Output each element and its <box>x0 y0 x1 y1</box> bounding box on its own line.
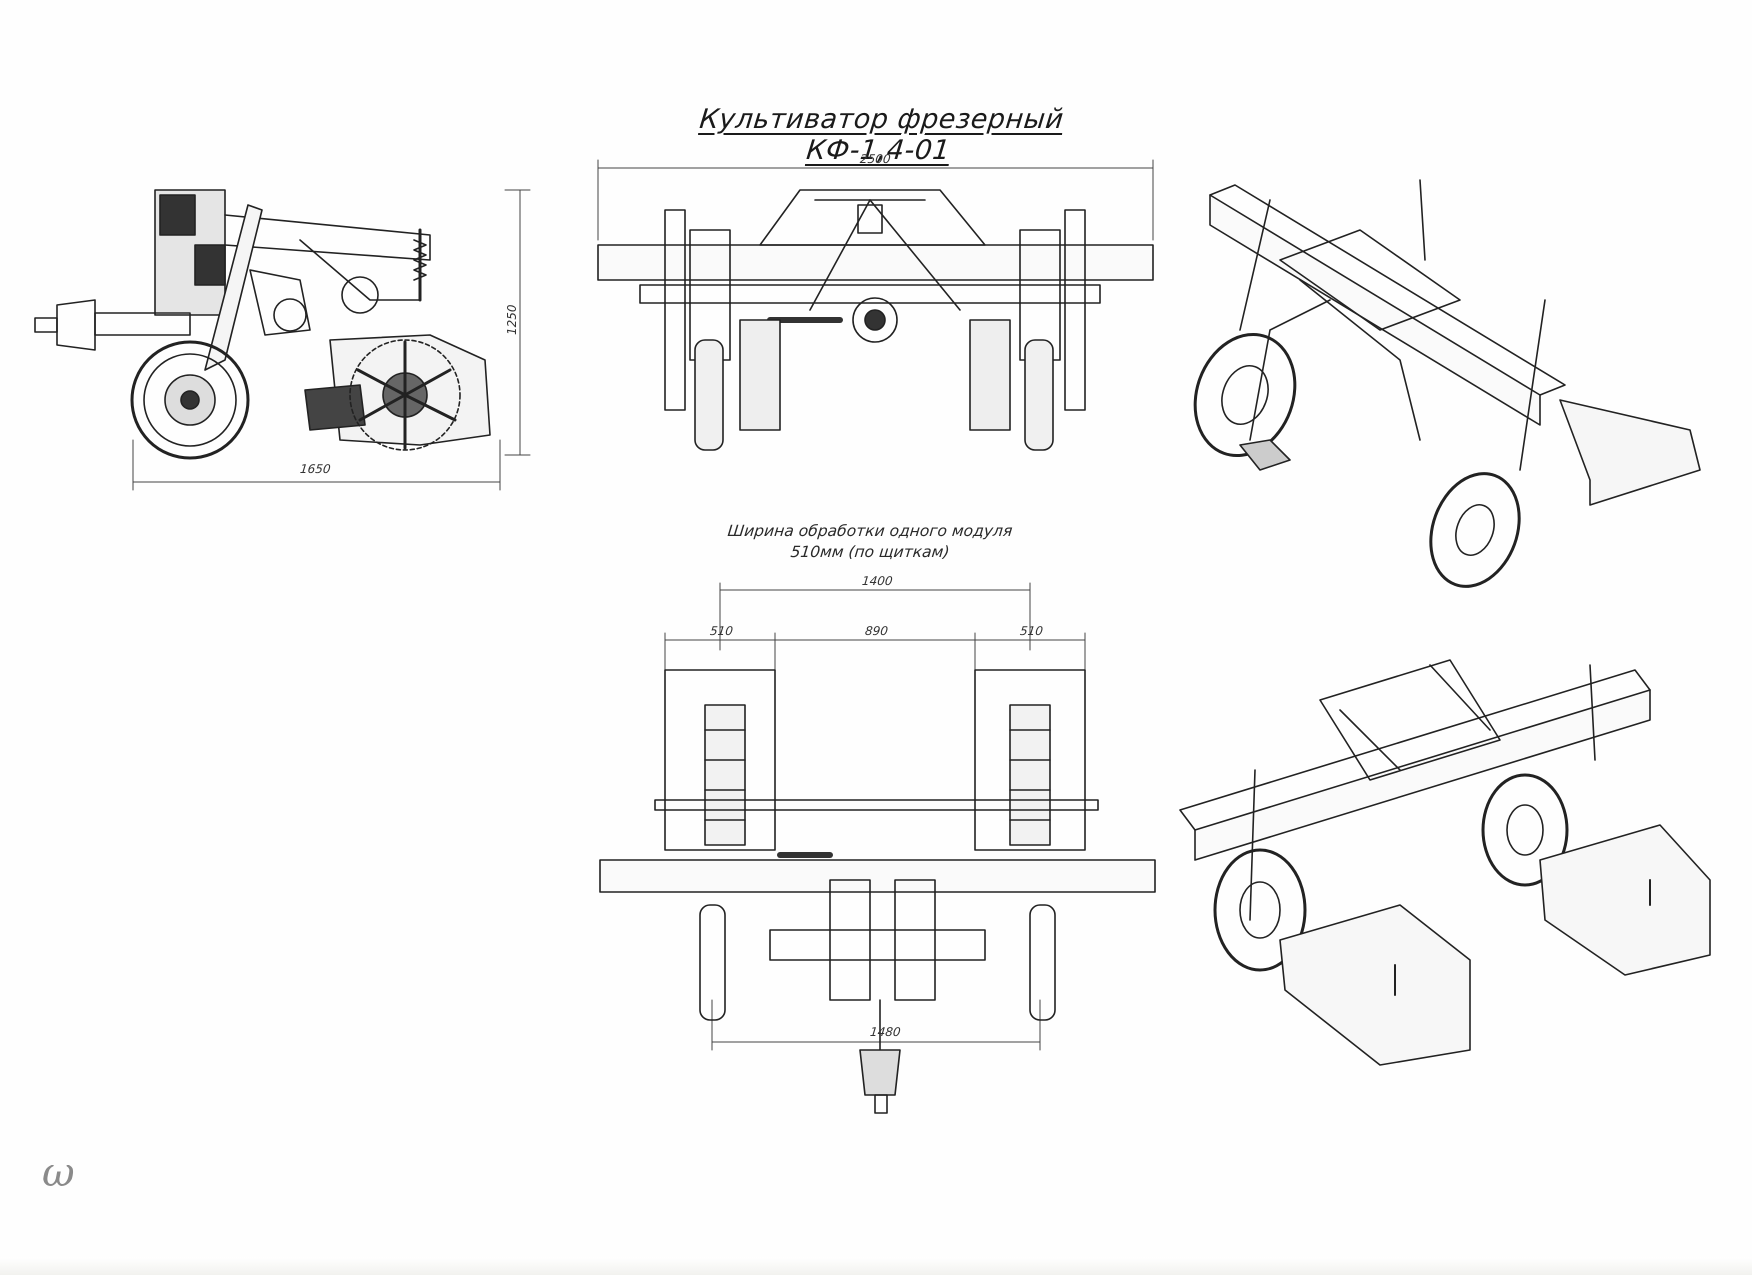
module-width-note-line1: Ширина обработки одного модуля <box>726 522 1014 540</box>
top-view <box>599 582 1156 1114</box>
dim-module-right: 510 <box>1019 624 1044 638</box>
isometric-view-upper <box>1193 179 1701 588</box>
front-view <box>597 159 1154 451</box>
handwritten-mark: ω <box>42 1150 75 1196</box>
module-width-note-line2: 510мм (по щиткам) <box>789 543 951 561</box>
side-view <box>34 189 531 491</box>
dim-side-length: 1650 <box>299 462 332 476</box>
dim-wheel-track: 1480 <box>869 1025 902 1039</box>
isometric-view-lower <box>1179 659 1711 1066</box>
dim-side-height: 1250 <box>505 304 519 335</box>
dim-module-left: 510 <box>709 624 734 638</box>
scan-edge <box>0 1257 1752 1275</box>
dim-top-span: 1400 <box>861 574 894 588</box>
dim-front-width: 2500 <box>859 152 892 166</box>
dim-module-gap: 890 <box>864 624 889 638</box>
